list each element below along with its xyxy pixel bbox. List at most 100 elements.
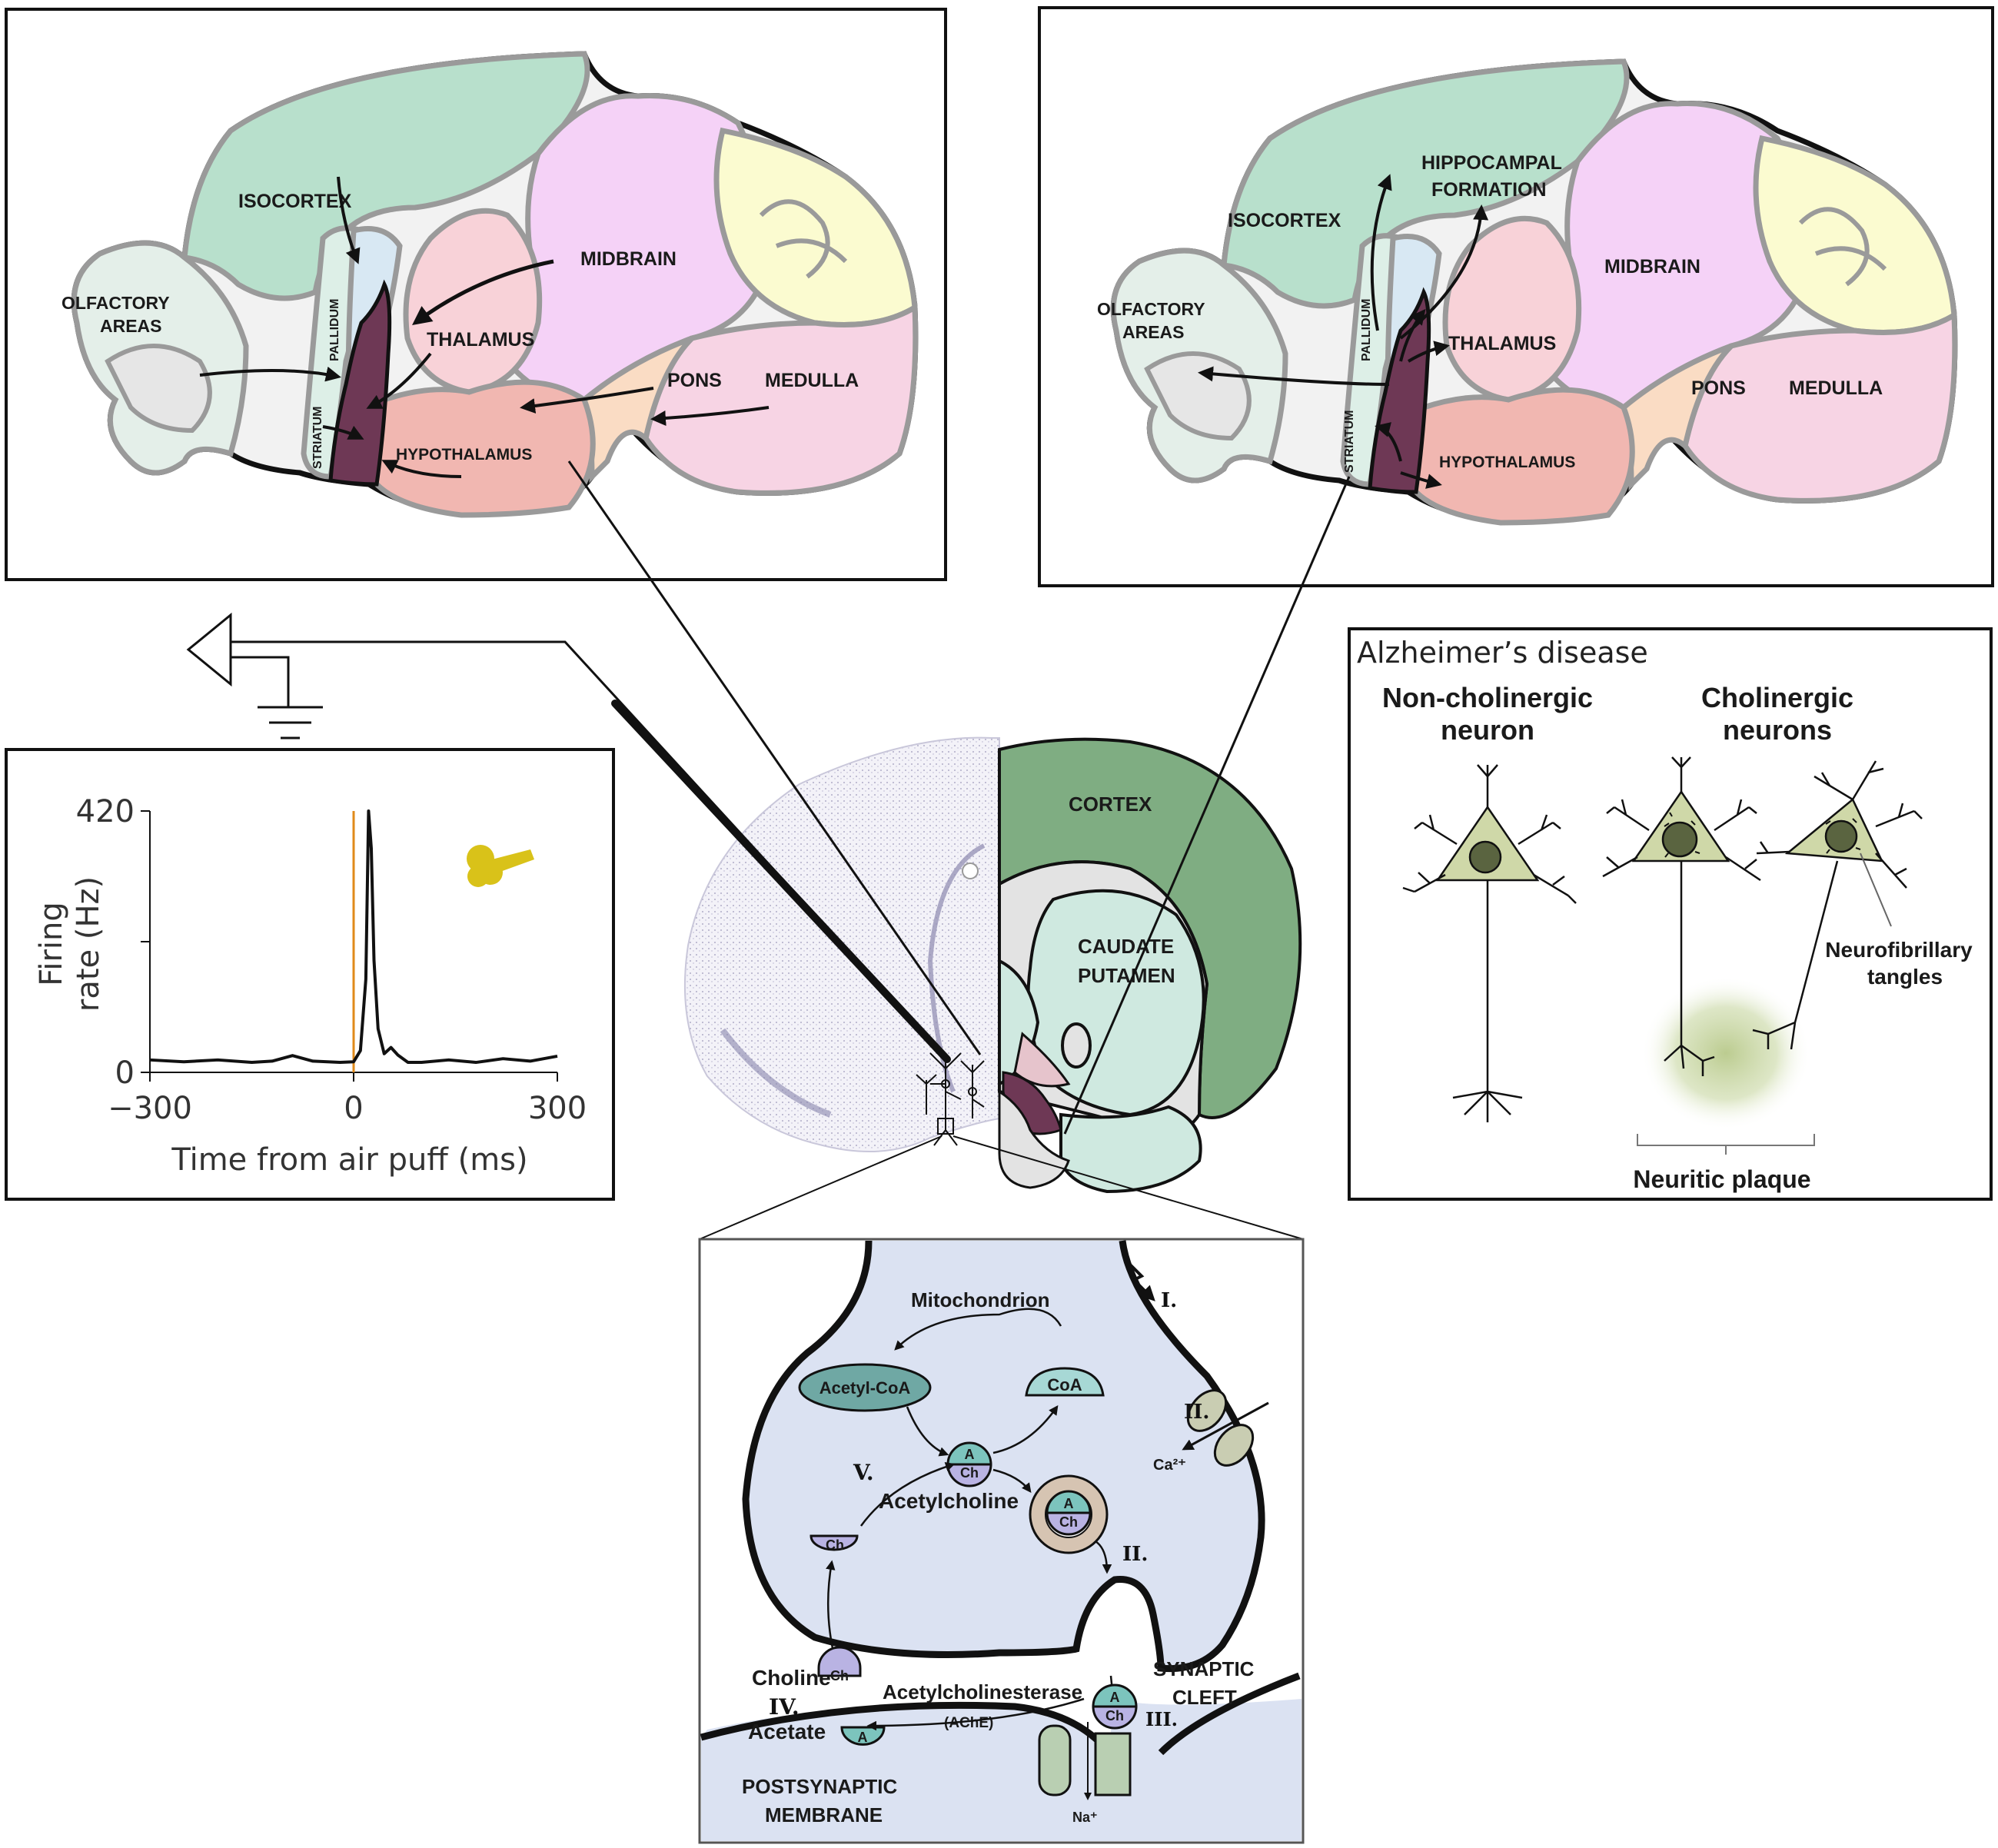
choline-transporter — [810, 1534, 859, 1551]
neuron-cholinergic-2 — [1752, 760, 1923, 1050]
neuron-cluster-icon — [916, 1052, 985, 1146]
chart-ytick-label: 0 — [115, 1055, 135, 1091]
svg-text:Ch: Ch — [1105, 1708, 1124, 1723]
arrow-hypothalamus-input — [381, 460, 462, 478]
arrow-thalamus-output — [1407, 341, 1450, 363]
chart-frame — [5, 748, 615, 1201]
synapse-panel: Ca²⁺ I. II. II. III. IV. V. Mitochondrio… — [698, 1238, 1305, 1844]
region-isocortex-left — [181, 51, 590, 301]
zoom-lines — [699, 1135, 1304, 1240]
arrow-ache-hydrolysis — [866, 1697, 1085, 1731]
arrow-medulla-input — [650, 406, 770, 426]
label-sodium: Na⁺ — [1072, 1810, 1098, 1825]
label-non-cholinergic-2: neuron — [1441, 714, 1534, 746]
basal-forebrain-right — [1368, 287, 1431, 494]
connector-right-brain — [1063, 476, 1351, 1135]
label-neuritic-plaque: Neuritic plaque — [1633, 1165, 1810, 1193]
ach-receptor — [1038, 1722, 1132, 1800]
chart-xtick-label: 300 — [528, 1091, 587, 1126]
label-caudate-1: CAUDATE — [1078, 935, 1174, 958]
calcium-arrow — [1182, 1401, 1269, 1451]
label-mitochondrion: Mitochondrion — [911, 1288, 1050, 1311]
chart-ylabel-2: rate (Hz) — [71, 876, 106, 1012]
connector-left-brain — [567, 460, 982, 1055]
label-pallidum-left: PALLIDUM — [328, 299, 341, 361]
choline-product — [817, 1646, 862, 1677]
basal-forebrain-left — [328, 279, 392, 487]
label-hypothalamus-right: HYPOTHALAMUS — [1439, 454, 1575, 471]
label-medulla-left: MEDULLA — [765, 370, 859, 391]
transporter-ch: Ch — [826, 1537, 844, 1553]
arrow-to-vesicle — [992, 1468, 1032, 1493]
acetate-product — [840, 1726, 886, 1746]
neuron-cholinergic-1 — [1602, 756, 1761, 1076]
region-thalamus-left — [403, 208, 543, 395]
label-pallidum-right: PALLIDUM — [1360, 299, 1373, 361]
label-acetylcholine: Acetylcholine — [879, 1489, 1019, 1513]
svg-text:A: A — [965, 1447, 975, 1462]
postsynaptic-membrane — [700, 1672, 1301, 1763]
plaque-bracket — [1637, 1134, 1815, 1155]
label-thalamus-left: THALAMUS — [427, 329, 534, 351]
label-tangles-2: tangles — [1867, 965, 1943, 989]
acetyl-coa-blob — [798, 1363, 932, 1412]
label-medulla-right: MEDULLA — [1789, 377, 1883, 399]
chart-xtick-label: −300 — [108, 1091, 192, 1126]
chart-ytick-label: 420 — [76, 794, 135, 829]
region-thalamus-right — [1442, 215, 1582, 403]
arrow-striatum-input — [322, 425, 364, 440]
ground-icon — [258, 706, 323, 740]
label-midbrain-right: MIDBRAIN — [1604, 256, 1700, 278]
alzheimer-panel: Alzheimer’s disease Non-cholinergic neur… — [1348, 627, 1993, 1201]
label-tangles-1: Neurofibrillary — [1825, 938, 1973, 962]
neuron-non-cholinergic — [1402, 764, 1577, 1122]
mitochondrion-arrow — [894, 1308, 1062, 1351]
action-potential-arrow — [1125, 1259, 1155, 1301]
label-post-2: MEMBRANE — [765, 1803, 883, 1826]
label-step3: III. — [1145, 1708, 1178, 1730]
amplifier-icon — [186, 612, 232, 687]
label-striatum-left: STRIATUM — [311, 407, 324, 469]
vesicle-ch: Ch — [1059, 1514, 1078, 1530]
label-cholinergic-1: Cholinergic — [1701, 682, 1853, 713]
brain-panel-left: ISOCORTEX OLFACTORY AREAS MIDBRAIN THALA… — [5, 8, 947, 581]
arrow-thalamus-input — [366, 352, 432, 409]
label-hippocampal-right-2: FORMATION — [1431, 179, 1547, 201]
presynaptic-membrane — [742, 1240, 1265, 1673]
chart-xlabel: Time from air puff (ms) — [171, 1142, 527, 1178]
arrow-midbrain-input — [411, 259, 554, 325]
label-isocortex-left: ISOCORTEX — [238, 191, 352, 212]
label-olfactory-right-2: AREAS — [1122, 322, 1185, 342]
svg-text:A: A — [1110, 1690, 1120, 1705]
brain-panel-right: ISOCORTEX HIPPOCAMPAL FORMATION OLFACTOR… — [1038, 6, 1994, 587]
arrow-to-coa — [992, 1404, 1059, 1454]
label-ache: Acetylcholinesterase — [883, 1680, 1082, 1703]
firing-rate-trace — [149, 809, 558, 1065]
arrow-pallidum-output — [1399, 308, 1426, 362]
label-hypothalamus-left: HYPOTHALAMUS — [396, 446, 532, 464]
vesicle-release-arrow — [1095, 1540, 1112, 1574]
label-hippocampal-right-1: HIPPOCAMPAL — [1421, 152, 1562, 174]
label-cleft-1: SYNAPTIC — [1153, 1657, 1255, 1680]
tangles-pointer — [1860, 853, 1892, 927]
acetate-product-a: A — [858, 1730, 868, 1745]
label-pons-right: PONS — [1691, 377, 1746, 399]
air-puff-icon — [467, 845, 534, 887]
label-olfactory-left-1: OLFACTORY — [62, 293, 170, 313]
label-non-cholinergic-1: Non-cholinergic — [1382, 682, 1593, 713]
label-cleft-2: CLEFT — [1172, 1686, 1237, 1709]
label-olfactory-left-2: AREAS — [100, 316, 162, 336]
label-cortex-coronal: CORTEX — [1069, 793, 1152, 816]
arrow-isocortex-output — [1370, 174, 1392, 331]
chart-xtick-label: 0 — [344, 1091, 363, 1126]
label-thalamus-right: THALAMUS — [1448, 333, 1556, 354]
label-striatum-right: STRIATUM — [1343, 410, 1356, 473]
arrow-pons-input — [520, 387, 654, 414]
alzheimer-title: Alzheimer’s disease — [1357, 636, 1648, 670]
region-isocortex-right — [1221, 58, 1630, 309]
arrow-olfactory-input — [199, 366, 341, 382]
label-coa: CoA — [1047, 1375, 1082, 1394]
